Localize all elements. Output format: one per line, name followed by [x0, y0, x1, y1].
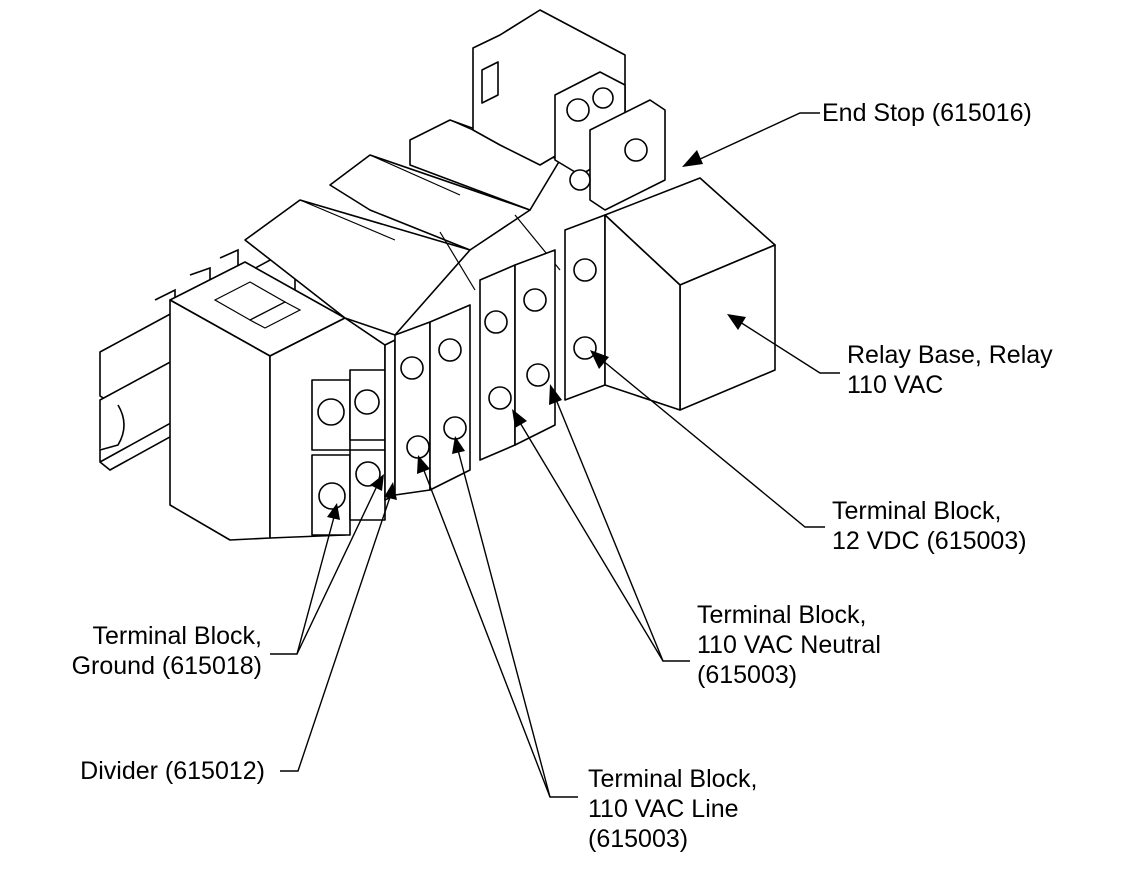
callout-ground-line2: Ground (615018)	[71, 652, 262, 680]
callout-line-line3: (615003)	[588, 825, 689, 853]
callout-line-line1: Terminal Block,	[588, 765, 758, 793]
ground-terminal-block	[169, 261, 386, 541]
callout-end-stop-text: End Stop (615016)	[822, 99, 1032, 127]
callout-relay: Relay Base, Relay 110 VAC	[847, 340, 1053, 400]
callout-divider-text: Divider (615012)	[80, 757, 265, 785]
callout-12vdc-line1: Terminal Block,	[832, 497, 1002, 525]
callout-line: Terminal Block, 110 VAC Line (615003)	[588, 764, 758, 854]
relay-cube	[604, 177, 776, 411]
end-stop	[472, 9, 666, 211]
callout-12vdc-line2: 12 VDC (615003)	[832, 527, 1027, 555]
callout-relay-line2: 110 VAC	[847, 371, 944, 399]
callout-neutral-line2: 110 VAC Neutral	[697, 631, 881, 659]
callout-12vdc: Terminal Block, 12 VDC (615003)	[832, 496, 1027, 556]
callout-line-line2: 110 VAC Line	[588, 795, 739, 823]
divider-plate	[384, 339, 396, 501]
callout-ground: Terminal Block, Ground (615018)	[0, 621, 262, 681]
leader-divider	[280, 482, 397, 772]
callout-neutral: Terminal Block, 110 VAC Neutral (615003)	[697, 600, 881, 690]
leader-relay	[727, 314, 840, 374]
callout-end-stop: End Stop (615016)	[822, 98, 1032, 128]
leader-neutral	[512, 384, 690, 662]
leader-end-stop	[682, 112, 820, 167]
callout-relay-line1: Relay Base, Relay	[847, 341, 1053, 369]
callout-ground-line1: Terminal Block,	[92, 622, 263, 650]
callout-neutral-line1: Terminal Block,	[697, 601, 867, 629]
callout-neutral-line3: (615003)	[697, 661, 798, 689]
leader-line	[417, 436, 578, 798]
callout-divider: Divider (615012)	[0, 756, 265, 786]
leader-12vdc	[590, 350, 825, 528]
leader-ground	[270, 474, 384, 655]
